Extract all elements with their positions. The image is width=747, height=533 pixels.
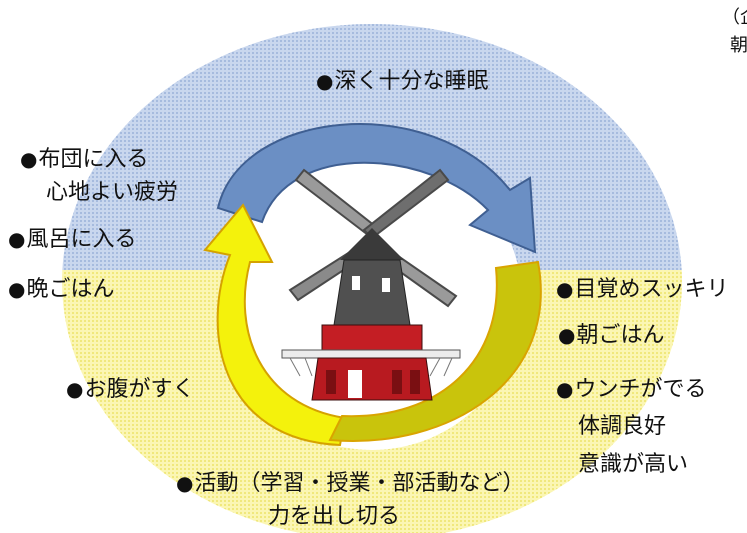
bullet-icon: ● [558, 323, 576, 347]
windmill-window [410, 370, 420, 394]
label-condition: 体調良好 [578, 414, 667, 439]
windmill-illustration [281, 168, 461, 401]
olive-arrow-morning [328, 260, 542, 442]
label-fatigue: 心地よい疲労 [46, 180, 179, 205]
yellow-arrow-evening [203, 203, 347, 447]
windmill-blade [362, 168, 450, 240]
windmill-balcony [281, 349, 461, 359]
corner-note-line2: 朝 [730, 35, 747, 56]
label-breakfast: ●朝ごはん [558, 323, 665, 348]
windmill-cap [340, 228, 404, 260]
bullet-icon: ● [316, 69, 334, 93]
label-dinner: ●晩ごはん [8, 277, 115, 302]
windmill-railing [289, 357, 453, 377]
bullet-icon: ● [20, 147, 38, 171]
blue-arrow-sleep [216, 123, 537, 254]
label-wake: ●目覚めスッキリ [556, 277, 729, 302]
bullet-icon: ● [8, 277, 26, 301]
label-effort: 力を出し切る [268, 504, 401, 529]
windmill-window [392, 370, 402, 394]
bullet-icon: ● [176, 471, 194, 495]
label-bath: ●風呂に入る [8, 227, 137, 252]
label-hungry: ●お腹がすく [66, 377, 195, 402]
bullet-icon: ● [66, 377, 84, 401]
bullet-icon: ● [8, 227, 26, 251]
bullet-icon: ● [556, 277, 574, 301]
windmill-door [348, 370, 362, 398]
label-bowel: ●ウンチがでる [556, 377, 707, 402]
windmill-window [326, 370, 336, 394]
label-futon: ●布団に入る [20, 147, 149, 172]
corner-note-line1: （企 [722, 7, 747, 28]
bullet-icon: ● [556, 377, 574, 401]
windmill-tower [333, 259, 411, 326]
label-activity: ●活動（学習・授業・部活動など） [176, 471, 525, 496]
label-deep-sleep: ●深く十分な睡眠 [316, 69, 489, 94]
windmill-window [352, 276, 360, 290]
windmill-window [382, 278, 390, 292]
label-awareness: 意識が高い [578, 452, 689, 477]
